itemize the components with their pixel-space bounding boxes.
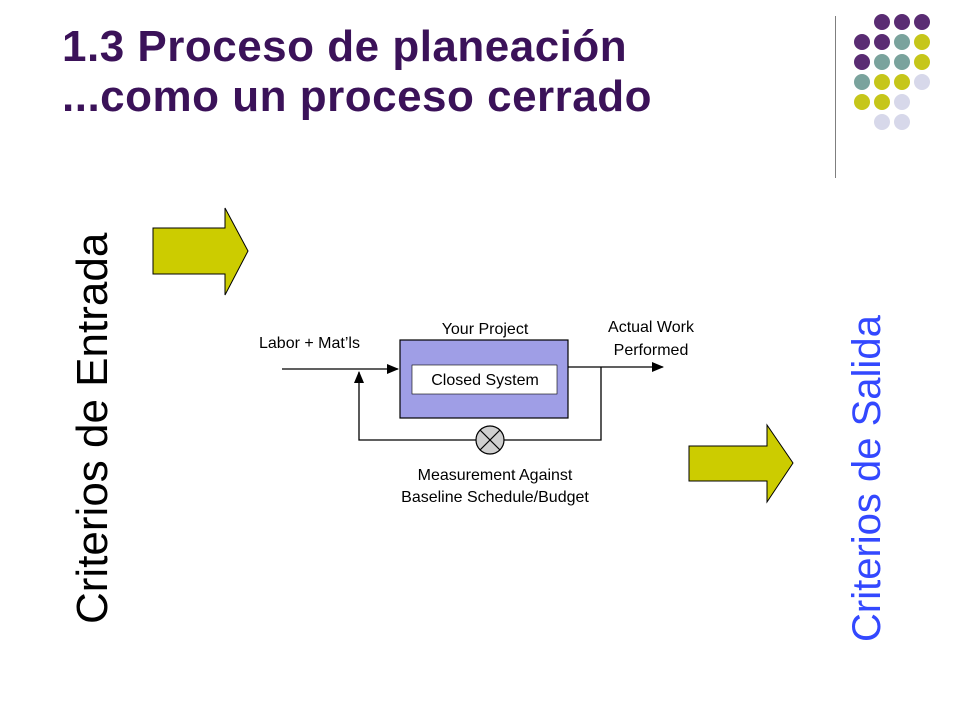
decorative-dot — [854, 94, 870, 110]
closed-system-box — [411, 364, 558, 395]
header-divider — [835, 16, 836, 178]
feedback-label-line-1: Measurement Against — [418, 467, 573, 484]
decorative-dot — [894, 34, 910, 50]
title-line-1: 1.3 Proceso de planeación — [62, 22, 628, 71]
title-line-2: ...como un proceso cerrado — [62, 72, 653, 121]
output-label-line-2: Performed — [614, 342, 689, 359]
entrada-block-arrow — [152, 207, 249, 296]
decorative-dot — [914, 34, 930, 50]
decorative-dot — [894, 114, 910, 130]
decorative-dot — [914, 14, 930, 30]
feedback-label-line-2: Baseline Schedule/Budget — [401, 489, 589, 506]
decorative-dot — [894, 14, 910, 30]
decorative-dot — [854, 74, 870, 90]
decorative-dot — [874, 34, 890, 50]
decorative-dot — [894, 74, 910, 90]
decorative-dot — [874, 54, 890, 70]
input-label: Labor + Mat’ls — [259, 335, 360, 352]
closed-system-label: Closed System — [431, 372, 539, 389]
decorative-dot — [914, 74, 930, 90]
decorative-dot — [854, 34, 870, 50]
decorative-dot — [854, 54, 870, 70]
decorative-dot — [894, 94, 910, 110]
measurement-junction-icon — [475, 425, 505, 455]
decorative-dot — [874, 74, 890, 90]
decorative-dot — [874, 14, 890, 30]
decorative-dot-grid — [854, 14, 930, 130]
decorative-dot — [914, 54, 930, 70]
salida-block-arrow — [688, 423, 794, 504]
decorative-dot — [894, 54, 910, 70]
feedback-loop-left — [354, 371, 476, 441]
output-label-line-1: Actual Work — [608, 319, 695, 336]
slide-title: 1.3 Proceso de planeación ...como un pro… — [62, 22, 652, 122]
project-box-title: Your Project — [442, 321, 529, 338]
decorative-dot — [874, 114, 890, 130]
feedback-loop-right — [504, 367, 602, 441]
decorative-dot — [874, 94, 890, 110]
